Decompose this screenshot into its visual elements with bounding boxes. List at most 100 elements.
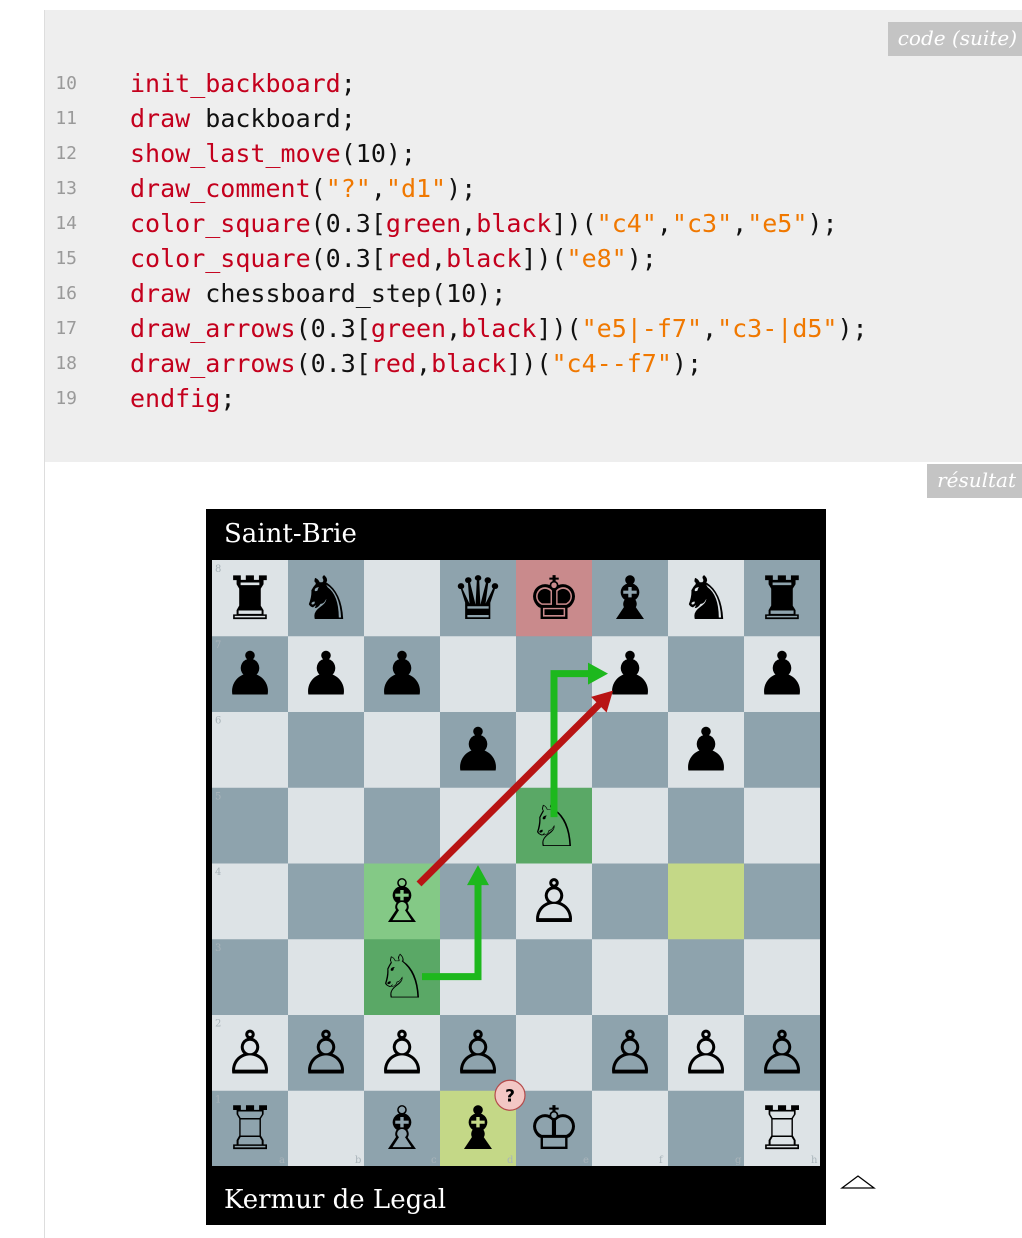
file-label: e — [583, 1155, 589, 1166]
piece-a1: ♖ — [223, 1094, 277, 1164]
code-text: ); — [838, 314, 868, 343]
piece-h2: ♙ — [755, 1018, 809, 1088]
code-text: (0.3[ — [296, 349, 371, 378]
piece-e1: ♔ — [527, 1094, 581, 1164]
piece-a7: ♟ — [223, 640, 277, 710]
square-g7 — [668, 636, 745, 712]
square-a5 — [212, 787, 289, 863]
piece-c3: ♘ — [375, 943, 429, 1013]
chessboard: 12345678abcdefgh♜♞♛♚♝♞♜♟♟♟♟♟♟♟♘♗♙♘♙♙♙♙♙♙… — [212, 560, 820, 1166]
code-text: (0.3[ — [311, 244, 386, 273]
code-keyword: show_last_move — [130, 139, 341, 168]
square-b6 — [288, 712, 365, 788]
code-lines: init_backboard;draw backboard;show_last_… — [130, 66, 868, 416]
piece-h1: ♖ — [755, 1094, 809, 1164]
piece-d2: ♙ — [451, 1018, 505, 1088]
piece-b8: ♞ — [299, 564, 353, 634]
rank-label: 6 — [215, 716, 221, 727]
result-tag: résultat — [927, 464, 1022, 498]
code-text: ])( — [551, 209, 596, 238]
line-number-gutter: 10111213141516171819 — [45, 66, 89, 416]
code-keyword: color_square — [130, 209, 311, 238]
square-b1 — [288, 1090, 365, 1166]
piece-f8: ♝ — [603, 564, 657, 634]
code-line: color_square(0.3[red,black])("e8"); — [130, 241, 868, 276]
file-label: g — [735, 1155, 742, 1166]
code-text: ); — [807, 209, 837, 238]
square-g1 — [668, 1090, 745, 1166]
code-keyword: draw_comment — [130, 174, 311, 203]
code-text: ); — [446, 174, 476, 203]
file-label: h — [811, 1155, 818, 1166]
line-number: 19 — [45, 381, 89, 416]
square-e3 — [516, 939, 593, 1015]
code-string: "c3" — [672, 209, 732, 238]
piece-c2: ♙ — [375, 1018, 429, 1088]
code-text: ); — [627, 244, 657, 273]
piece-g6: ♟ — [679, 715, 733, 785]
piece-e8: ♚ — [527, 564, 581, 634]
square-a3 — [212, 939, 289, 1015]
piece-a8: ♜ — [223, 564, 277, 634]
square-h5 — [744, 787, 820, 863]
code-text: , — [732, 209, 747, 238]
code-text: (0.3[ — [311, 209, 386, 238]
code-keyword: green — [386, 209, 461, 238]
code-string: "c4" — [597, 209, 657, 238]
square-b4 — [288, 863, 365, 939]
square-h4 — [744, 863, 820, 939]
code-keyword: init_backboard — [130, 69, 341, 98]
rank-label: 3 — [215, 943, 221, 954]
piece-d1: ♝ — [451, 1094, 505, 1164]
code-keyword: black — [446, 244, 521, 273]
code-string: "e5|-f7" — [582, 314, 702, 343]
line-number: 15 — [45, 241, 89, 276]
line-number: 12 — [45, 136, 89, 171]
square-g4 — [668, 863, 745, 939]
code-string: "c4--f7" — [551, 349, 671, 378]
file-label: d — [507, 1155, 514, 1166]
piece-f2: ♙ — [603, 1018, 657, 1088]
code-text: ; — [220, 384, 235, 413]
code-keyword: red — [386, 244, 431, 273]
square-h3 — [744, 939, 820, 1015]
square-a4 — [212, 863, 289, 939]
code-text: (0.3[ — [296, 314, 371, 343]
square-f3 — [592, 939, 669, 1015]
code-keyword: draw — [130, 279, 190, 308]
code-text: ])( — [536, 314, 581, 343]
code-string: "?" — [326, 174, 371, 203]
code-keyword: draw_arrows — [130, 314, 296, 343]
code-string: "d1" — [386, 174, 446, 203]
collapse-icon[interactable] — [840, 1172, 876, 1196]
piece-e4: ♙ — [527, 867, 581, 937]
top-player-name: Saint-Brie — [224, 509, 357, 559]
file-label: a — [279, 1155, 285, 1166]
line-number: 16 — [45, 276, 89, 311]
piece-h8: ♜ — [755, 564, 809, 634]
code-text: ( — [311, 174, 326, 203]
code-keyword: black — [461, 314, 536, 343]
square-b5 — [288, 787, 365, 863]
rank-label: 8 — [215, 564, 221, 575]
square-f6 — [592, 712, 669, 788]
code-text: , — [702, 314, 717, 343]
piece-f7: ♟ — [603, 640, 657, 710]
piece-a2: ♙ — [223, 1018, 277, 1088]
square-g3 — [668, 939, 745, 1015]
code-keyword: endfig — [130, 384, 220, 413]
square-e2 — [516, 1015, 593, 1091]
square-c8 — [364, 560, 441, 636]
piece-b7: ♟ — [299, 640, 353, 710]
line-number: 10 — [45, 66, 89, 101]
code-keyword: draw_arrows — [130, 349, 296, 378]
code-line: draw chessboard_step(10); — [130, 276, 868, 311]
piece-h7: ♟ — [755, 640, 809, 710]
code-text: ])( — [506, 349, 551, 378]
code-line: color_square(0.3[green,black])("c4","c3"… — [130, 206, 868, 241]
piece-g8: ♞ — [679, 564, 733, 634]
code-line: init_backboard; — [130, 66, 868, 101]
rank-label: 7 — [215, 640, 221, 651]
code-keyword: color_square — [130, 244, 311, 273]
code-text: ; — [341, 69, 356, 98]
